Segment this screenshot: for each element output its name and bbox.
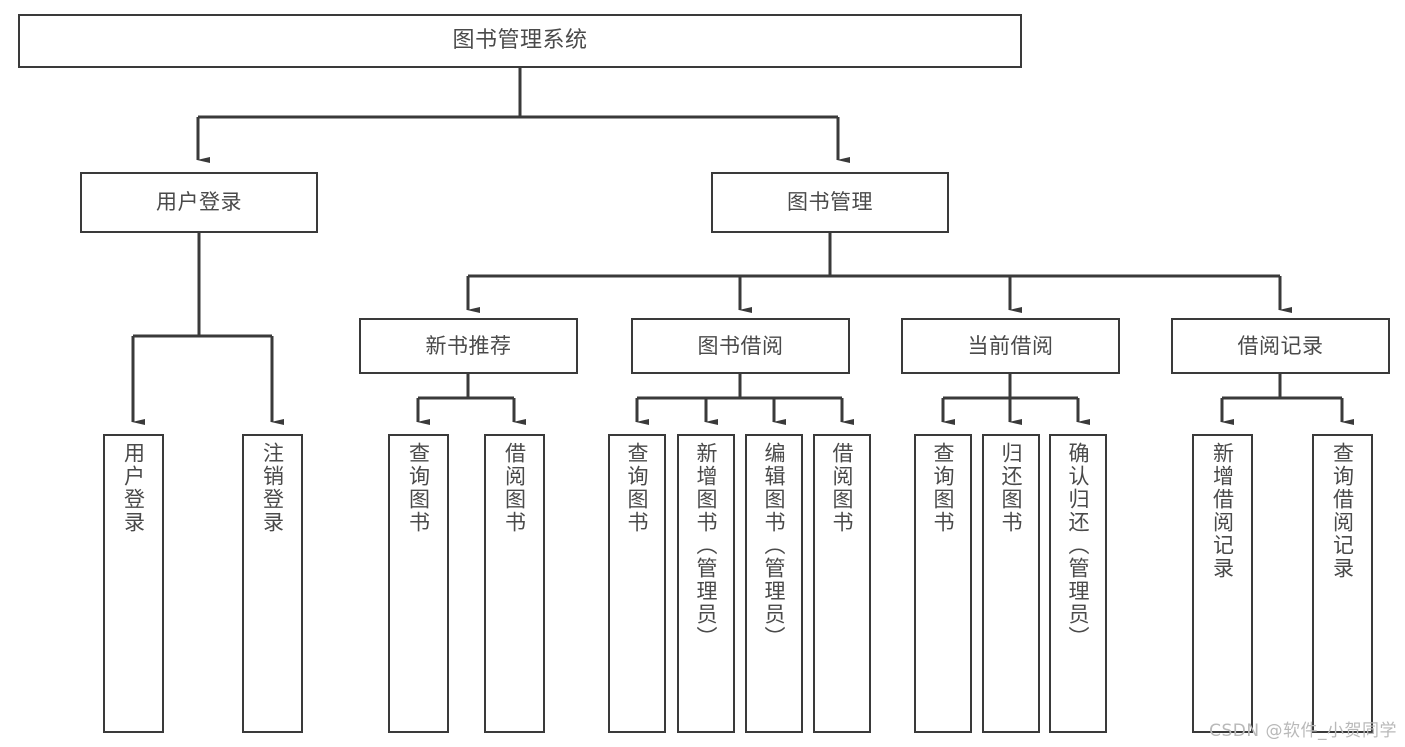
leaf-user-login-login[interactable]: 用户登录 [103,434,164,733]
node-borrow-record[interactable]: 借阅记录 [1171,318,1390,374]
leaf-current-borrow-confirm-return-admin[interactable]: 确认归还（管理员） [1049,434,1107,733]
node-label: 查询借阅记录 [1330,442,1355,580]
leaf-borrow-record-add-record[interactable]: 新增借阅记录 [1192,434,1253,733]
leaf-book-borrow-edit-book-admin[interactable]: 编辑图书（管理员） [745,434,803,733]
node-label: 图书管理系统 [452,28,588,54]
node-label: 确认归还（管理员） [1066,442,1091,649]
node-label: 归还图书 [999,442,1024,534]
node-label: 借阅图书 [502,442,527,534]
leaf-new-book-query-book[interactable]: 查询图书 [388,434,449,733]
node-label: 注销登录 [260,442,285,534]
leaf-book-borrow-borrow-book[interactable]: 借阅图书 [813,434,871,733]
node-label: 图书借阅 [697,333,784,358]
node-label: 查询图书 [625,442,650,534]
node-label: 用户登录 [156,190,242,215]
node-label: 借阅记录 [1237,333,1324,358]
node-root-book-management-system[interactable]: 图书管理系统 [18,14,1022,68]
csdn-watermark: CSDN @软件_小贺同学 [1209,721,1397,741]
node-current-borrow[interactable]: 当前借阅 [901,318,1120,374]
node-label: 编辑图书（管理员） [762,442,787,649]
leaf-book-borrow-query-book[interactable]: 查询图书 [608,434,666,733]
node-label: 借阅图书 [830,442,855,534]
leaf-book-borrow-add-book-admin[interactable]: 新增图书（管理员） [677,434,735,733]
node-label: 新增图书（管理员） [694,442,719,649]
leaf-new-book-borrow-book[interactable]: 借阅图书 [484,434,545,733]
node-book-borrow[interactable]: 图书借阅 [631,318,850,374]
node-label: 查询图书 [406,442,431,534]
node-label: 当前借阅 [967,333,1054,358]
node-user-login[interactable]: 用户登录 [80,172,318,233]
leaf-borrow-record-query-record[interactable]: 查询借阅记录 [1312,434,1373,733]
leaf-current-borrow-query-book[interactable]: 查询图书 [914,434,972,733]
leaf-user-login-logout[interactable]: 注销登录 [242,434,303,733]
node-new-book-recommend[interactable]: 新书推荐 [359,318,578,374]
node-label: 用户登录 [121,442,146,534]
node-label: 新书推荐 [425,333,512,358]
node-label: 新增借阅记录 [1210,442,1235,580]
node-label: 查询图书 [931,442,956,534]
node-book-management[interactable]: 图书管理 [711,172,949,233]
node-label: 图书管理 [787,190,873,215]
leaf-current-borrow-return-book[interactable]: 归还图书 [982,434,1040,733]
